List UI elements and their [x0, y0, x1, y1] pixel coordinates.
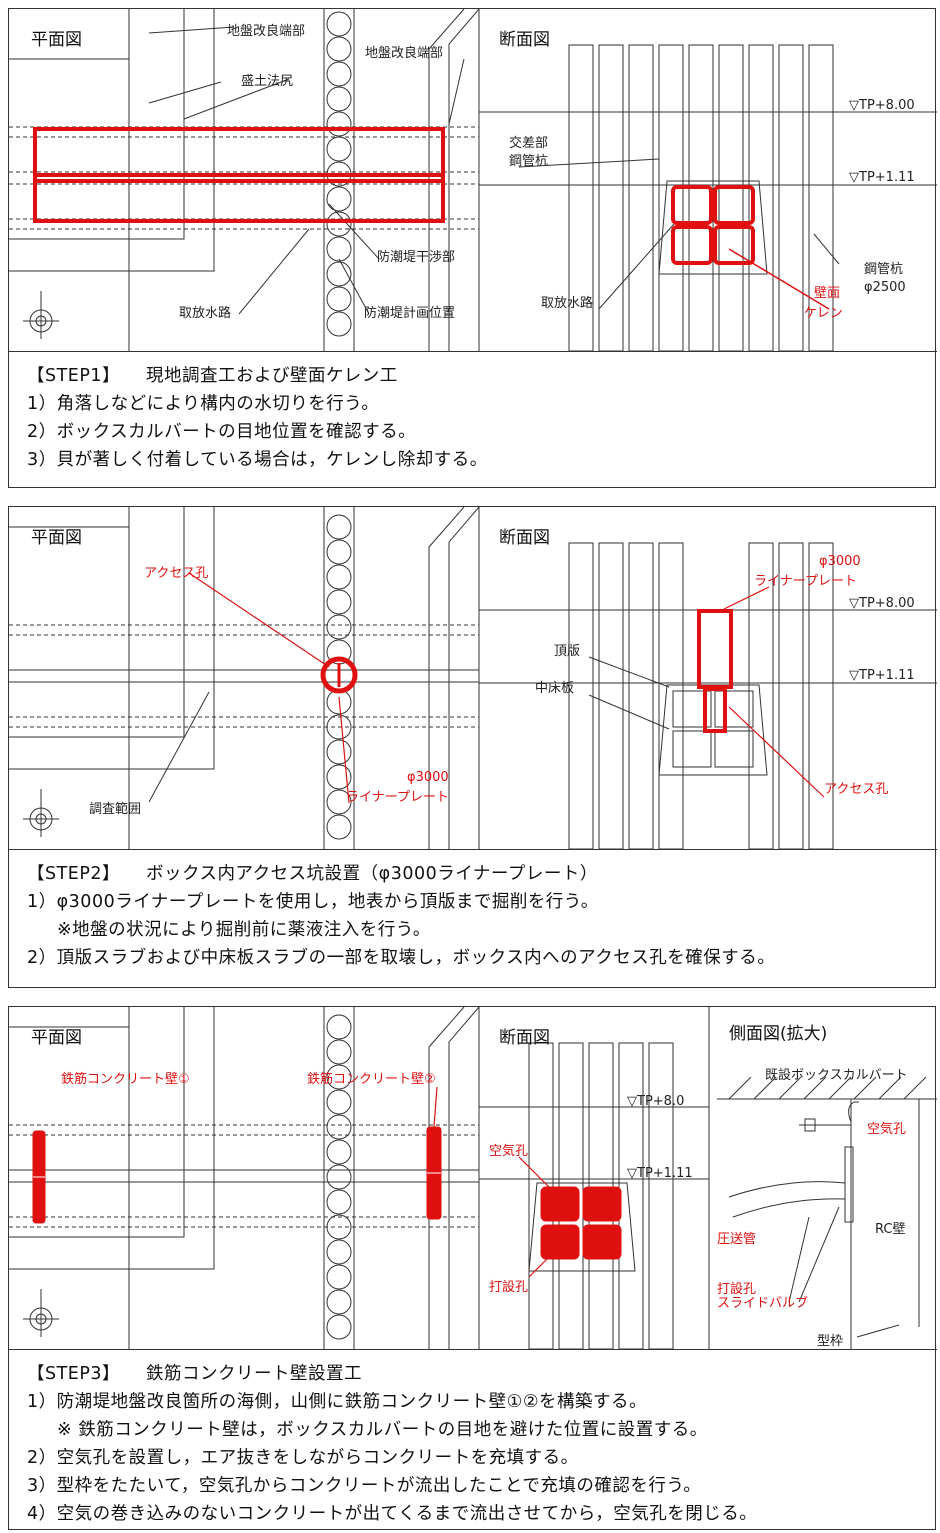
- step2-heading: ボックス内アクセス坑設置（φ3000ライナープレート）: [146, 864, 598, 884]
- step3-header-row: 【STEP3】 鉄筋コンクリート壁設置工: [27, 1360, 937, 1388]
- step1-text: 【STEP1】 現地調査工および壁面ケレン工 1）角落しなどにより構内の水切りを…: [9, 351, 937, 489]
- label-katawaku: 型枠: [817, 1334, 843, 1349]
- step1-label: 【STEP1】: [27, 366, 121, 386]
- step3-heading: 鉄筋コンクリート壁設置工: [146, 1364, 363, 1384]
- step3-plan-view: [9, 1007, 480, 1349]
- label-liner-section: ライナープレート: [754, 574, 857, 589]
- label-kairyo1: 地盤改良端部: [227, 23, 305, 39]
- step3-line-3: 2）空気孔を設置し，エア抜きをしながらコンクリートを充填する。: [27, 1448, 579, 1468]
- label-keikaku: 防潮堤計画位置: [364, 305, 455, 321]
- label-kansho: 防潮堤干渉部: [377, 249, 455, 265]
- step3-line-1: 1）防潮堤地盤改良箇所の海側，山側に鉄筋コンクリート壁①②を構築する。: [27, 1392, 648, 1412]
- step1-section-red-cells: [671, 185, 830, 310]
- step2-drawing: 平面図 アクセス孔 φ3000 ライナープレート 調査範囲: [9, 507, 937, 849]
- label-slide: スライドバルブ: [717, 1295, 808, 1311]
- label-assokan: 圧送管: [717, 1232, 756, 1247]
- step2-line-2: ※地盤の状況により掘削前に薬液注入を行う。: [57, 920, 431, 940]
- step2-plan-title: 平面図: [31, 528, 82, 548]
- label-keren: ケレン: [804, 306, 843, 321]
- step3-rc-walls: [32, 1086, 442, 1224]
- step1-line-2: 2）ボックスカルバートの目地位置を確認する。: [27, 422, 417, 442]
- label-chosa: 調査範囲: [89, 802, 141, 817]
- step2-line-3: 2）頂版スラブおよび中床板スラブの一部を取壊し，ボックス内へのアクセス孔を確保す…: [27, 948, 776, 968]
- step1-drawing: 平面図 地盤改良端部 盛土法尻 地盤改良端部 防潮堤干渉部 取放水路 防潮堤計画…: [9, 9, 937, 351]
- step3-diagram: 平面図 鉄筋コンクリート壁① 鉄筋コンクリート壁② 断面図 ▽TP+8.0 空気…: [9, 1007, 937, 1349]
- label-liner-plan: ライナープレート: [346, 790, 449, 805]
- step1-line-3: 3）貝が著しく付着している場合は，ケレンし除却する。: [27, 450, 488, 470]
- label-rc: RC壁: [875, 1222, 905, 1237]
- label-kuki-section: 空気孔: [489, 1143, 528, 1159]
- step2-text: 【STEP2】 ボックス内アクセス坑設置（φ3000ライナープレート） 1）φ3…: [9, 849, 937, 989]
- label-kokan2: 鋼管杭: [864, 262, 903, 277]
- label-moritsuchi: 盛土法尻: [241, 74, 293, 89]
- step3-plan-title: 平面図: [31, 1028, 82, 1048]
- label-kuki-side: 空気孔: [867, 1121, 906, 1137]
- step2-diagram: 平面図 アクセス孔 φ3000 ライナープレート 調査範囲: [9, 507, 937, 849]
- label-kosa: 交差部: [509, 135, 548, 151]
- label-tp8-3: ▽TP+8.0: [627, 1094, 684, 1109]
- label-nakayuka: 中床板: [535, 681, 574, 696]
- label-dasetsu-side: 打設孔: [717, 1281, 756, 1297]
- step1-heading: 現地調査工および壁面ケレン工: [146, 366, 398, 386]
- label-torihoumi-section: 取放水路: [541, 295, 593, 311]
- step2-liner-plate: [697, 586, 825, 798]
- label-tp1-2: ▽TP+1.11: [849, 668, 915, 683]
- step2-label: 【STEP2】: [27, 864, 121, 884]
- label-access-plan: アクセス孔: [144, 566, 208, 581]
- label-phi2500: φ2500: [864, 280, 906, 295]
- label-access-section: アクセス孔: [824, 782, 888, 797]
- step2-section-view: [479, 542, 937, 849]
- step3-label: 【STEP3】: [27, 1364, 121, 1384]
- step3-text: 【STEP3】 鉄筋コンクリート壁設置工 1）防潮堤地盤改良箇所の海側，山側に鉄…: [9, 1349, 937, 1531]
- step3-section-red-cells: [518, 1156, 622, 1278]
- step1-line-1: 1）角落しなどにより構内の水切りを行う。: [27, 394, 380, 414]
- label-phi3000-section: φ3000: [819, 554, 861, 569]
- step3-side-title: 側面図(拡大): [729, 1024, 827, 1044]
- label-torihoumi: 取放水路: [179, 305, 231, 321]
- step1-section-title: 断面図: [499, 30, 550, 50]
- label-dasetsu-section: 打設孔: [489, 1279, 528, 1295]
- label-tp8: ▽TP+8.00: [849, 98, 915, 113]
- step2-section-title: 断面図: [499, 528, 550, 548]
- label-choban: 頂版: [554, 644, 580, 659]
- step3-panel: 平面図 鉄筋コンクリート壁① 鉄筋コンクリート壁② 断面図 ▽TP+8.0 空気…: [8, 1006, 937, 1531]
- step2-line-1: 1）φ3000ライナープレートを使用し，地表から頂版まで掘削を行う。: [27, 892, 599, 912]
- step1-diagram: 平面図 地盤改良端部 盛土法尻 地盤改良端部 防潮堤干渉部 取放水路 防潮堤計画…: [9, 9, 937, 351]
- step1-section-view: [479, 44, 937, 351]
- step1-red-box: [33, 127, 445, 223]
- step1-header-row: 【STEP1】 現地調査工および壁面ケレン工: [27, 362, 937, 390]
- label-kairyo2: 地盤改良端部: [365, 45, 443, 61]
- step3-section-title: 断面図: [499, 1028, 550, 1048]
- label-tp8-2: ▽TP+8.00: [849, 596, 915, 611]
- label-phi3000-plan: φ3000: [407, 770, 449, 785]
- step3-line-5: 4）空気の巻き込みのないコンクリートが出てくるまで流出させてから，空気孔を閉じる…: [27, 1504, 758, 1524]
- step2-panel: 平面図 アクセス孔 φ3000 ライナープレート 調査範囲: [8, 506, 937, 989]
- step1-plan-title: 平面図: [31, 30, 82, 50]
- step3-line-2: ※ 鉄筋コンクリート壁は，ボックスカルバートの目地を避けた位置に設置する。: [57, 1420, 708, 1440]
- label-tp1: ▽TP+1.11: [849, 170, 915, 185]
- step1-panel: 平面図 地盤改良端部 盛土法尻 地盤改良端部 防潮堤干渉部 取放水路 防潮堤計画…: [8, 8, 937, 489]
- step3-drawing: 平面図 鉄筋コンクリート壁① 鉄筋コンクリート壁② 断面図 ▽TP+8.0 空気…: [9, 1007, 937, 1349]
- label-wall1: 鉄筋コンクリート壁①: [61, 1071, 190, 1087]
- step2-header-row: 【STEP2】 ボックス内アクセス坑設置（φ3000ライナープレート）: [27, 860, 937, 888]
- label-wall2: 鉄筋コンクリート壁②: [307, 1071, 436, 1087]
- label-kokanko: 鋼管杭: [509, 154, 548, 169]
- label-kisetsu: 既設ボックスカルバート: [765, 1067, 908, 1083]
- step2-access-hole: [188, 572, 358, 804]
- label-tp1-3: ▽TP+1.11: [627, 1166, 693, 1181]
- label-hekimen: 壁面: [814, 286, 840, 301]
- step3-side-view: [717, 1076, 937, 1349]
- step3-line-4: 3）型枠をたたいて，空気孔からコンクリートが流出したことで充填の確認を行う。: [27, 1476, 702, 1496]
